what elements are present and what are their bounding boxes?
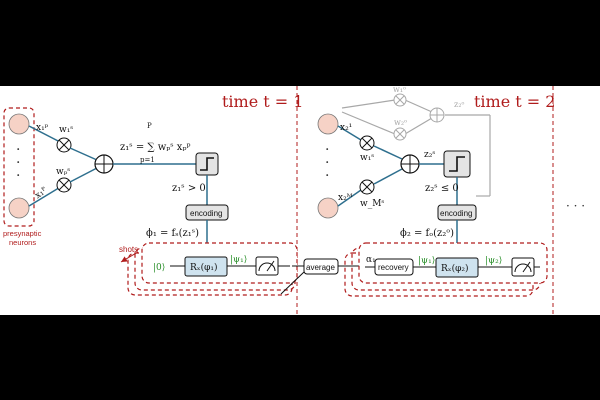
rx-gate-2 <box>435 257 479 278</box>
weight-w1-label: w₁ˢ <box>59 125 73 135</box>
shots-box-back-2 <box>127 252 293 296</box>
alpha1-label: α₁ <box>366 255 376 265</box>
neuron2-dots-2: · <box>325 155 329 171</box>
sum-lower-limit: p=1 <box>140 156 155 164</box>
neurons-label: neurons <box>9 238 36 247</box>
weight-wP-label: wₚˢ <box>56 167 70 177</box>
neuron-dots-2: · <box>16 155 20 171</box>
z1-formula: z₁ˢ = ∑ wₚˢ xₚᵖ <box>120 142 190 153</box>
input-x1-label: x₁ᵖ <box>36 123 49 133</box>
neuron-P <box>8 197 30 219</box>
neuron-dots-3: · <box>16 168 20 184</box>
gray-w2o-label: w₂ᵒ <box>394 118 407 127</box>
gray-wire-c <box>404 99 433 113</box>
step-function-1 <box>195 152 219 176</box>
wire2-to-sum-1 <box>373 145 403 160</box>
gray-wire-a <box>341 99 396 109</box>
continuation-ellipsis: · · · <box>566 199 585 213</box>
presynaptic-box <box>3 107 35 227</box>
neuron-dots-1: · <box>16 142 20 158</box>
ket-zero: |0⟩ <box>153 263 165 273</box>
z2s-label: z₂ˢ <box>424 150 435 160</box>
input2-x1-label: x₂¹ <box>340 123 352 133</box>
psi2-label: |ψ₂⟩ <box>485 256 502 266</box>
wire-to-sum-1 <box>69 147 98 161</box>
weight2-wM-label: w_Mˢ <box>360 199 384 209</box>
neuron2-dots-1: · <box>325 142 329 158</box>
weight2-w1-label: w₁ˢ <box>360 153 374 163</box>
condition-1: z₁ˢ > 0 <box>172 183 206 194</box>
recovery-label: recovery <box>378 263 409 272</box>
sum-upper-limit: P <box>147 122 152 130</box>
wire-to-sum-P <box>69 167 98 183</box>
multiply-w1 <box>56 137 72 153</box>
input2-wire-M <box>337 189 362 207</box>
multiply2-wM <box>359 179 375 195</box>
average-label: average <box>306 263 335 272</box>
input-wire-1 <box>28 125 63 144</box>
shots-arrow <box>120 251 139 263</box>
sum-node-1 <box>94 154 114 174</box>
input2-xM-label: x₂ᴹ <box>338 193 353 203</box>
wire2-to-sum-M <box>373 168 403 185</box>
gray-wire-d <box>404 117 433 135</box>
rx-gate-1 <box>184 256 228 277</box>
measure-icon-2 <box>511 257 535 277</box>
psi1-label: |ψ₁⟩ <box>230 255 247 265</box>
psi1b-label: |ψ₁⟩ <box>418 256 435 266</box>
gray-multiply-1 <box>393 93 407 107</box>
recovery-box <box>374 258 414 276</box>
condition-2: z₂ˢ ≤ 0 <box>425 183 459 194</box>
gray-w1o-label: w₁ᵒ <box>393 85 406 94</box>
multiply2-w1 <box>359 135 375 151</box>
phi2-formula: ϕ₂ = fₒ(z₂ᵒ) <box>400 228 454 239</box>
gray-wire-b <box>341 111 396 135</box>
encoding-label-2: encoding <box>440 209 472 218</box>
shots-label: shots <box>119 245 138 254</box>
neuron-2-M <box>317 197 339 219</box>
presynaptic-label: presynaptic <box>3 229 42 238</box>
header-time-1: time t = 1 <box>222 92 303 111</box>
input-wire-P <box>28 185 63 207</box>
gray-sum-node <box>429 107 445 123</box>
gray-z2o-label: z₂ᵒ <box>454 100 465 109</box>
measure-icon-1 <box>255 256 279 276</box>
neuron-1 <box>8 113 30 135</box>
header-time-2: time t = 2 <box>474 92 555 111</box>
multiply-wP <box>56 177 72 193</box>
neuron-2-1 <box>317 113 339 135</box>
gray-multiply-2 <box>393 127 407 141</box>
rx-gate-2-label: Rₓ(φ₂) <box>441 263 469 274</box>
phi1-formula: ϕ₁ = fₛ(z₁ˢ) <box>146 228 199 239</box>
sum-node-2 <box>400 154 420 174</box>
step-function-2 <box>443 150 471 178</box>
wire-shots-to-average <box>280 271 305 295</box>
input2-wire-1 <box>337 125 362 141</box>
rx-gate-1-label: Rₓ(φ₁) <box>190 262 218 273</box>
encoding-label-1: encoding <box>190 209 222 218</box>
neuron2-dots-3: · <box>325 168 329 184</box>
